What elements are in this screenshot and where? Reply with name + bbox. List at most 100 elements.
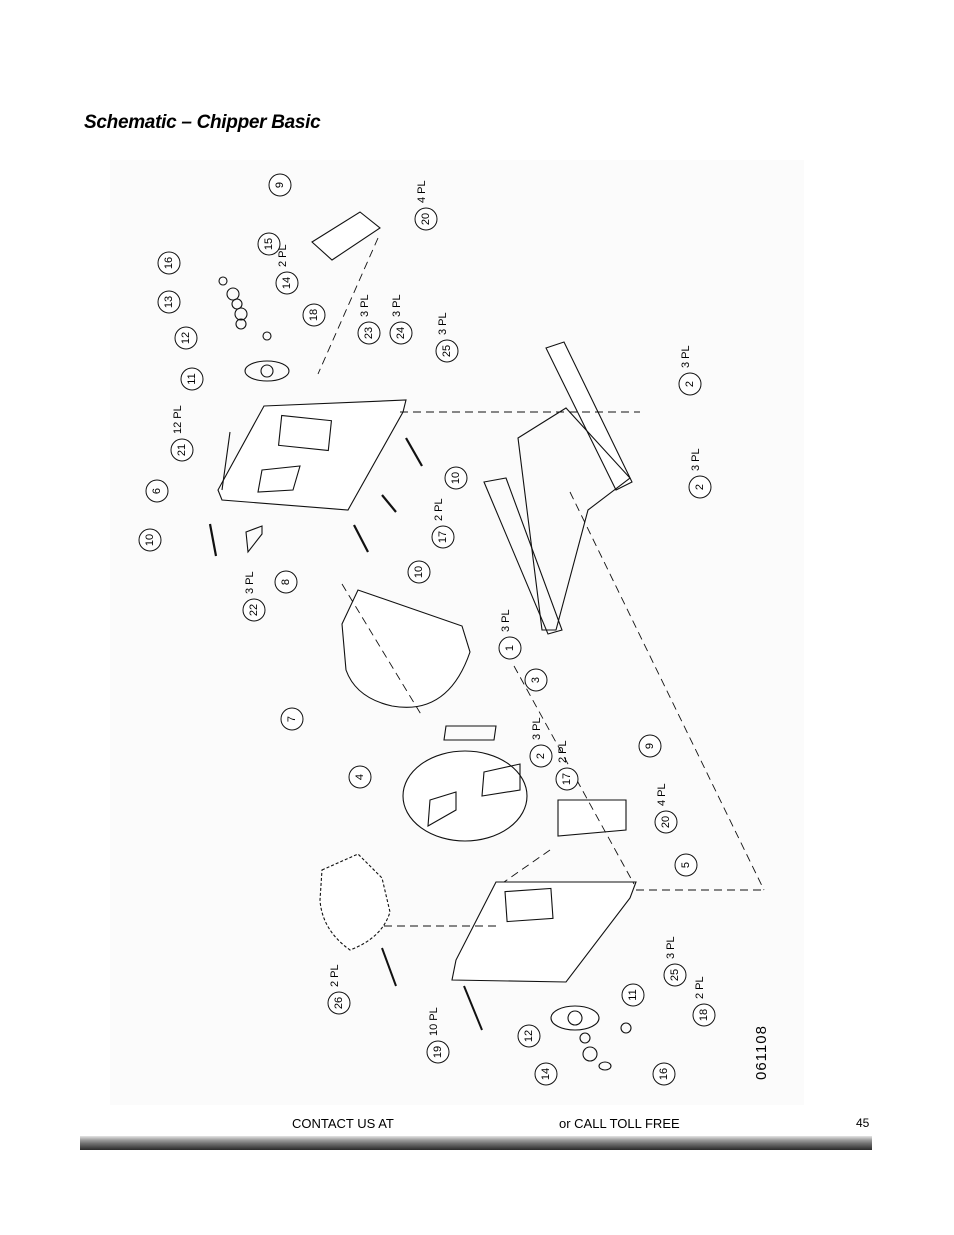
callout-number: 5 bbox=[680, 862, 692, 868]
callout-balloon: 9 bbox=[638, 734, 662, 758]
callout-balloon: 18 2 PL bbox=[692, 976, 716, 1027]
callout-number: 2 bbox=[535, 753, 547, 759]
knife-3 bbox=[443, 725, 497, 741]
page-title: Schematic – Chipper Basic bbox=[84, 112, 321, 133]
callout-balloon: 20 4 PL bbox=[654, 783, 678, 834]
callout-quantity: 10 PL bbox=[428, 1007, 440, 1036]
callout-number: 16 bbox=[163, 257, 175, 269]
callout-number: 4 bbox=[354, 774, 366, 780]
callout-number: 1 bbox=[504, 645, 516, 651]
callout-balloon: 8 bbox=[274, 570, 298, 594]
washer-16 bbox=[218, 276, 228, 286]
callout-number: 3 bbox=[530, 677, 542, 683]
callout-quantity: 3 PL bbox=[665, 936, 677, 959]
callout-number: 25 bbox=[441, 345, 453, 357]
callout-balloon: 2 3 PL bbox=[678, 345, 702, 396]
washer-13 bbox=[234, 307, 248, 321]
callout-balloon: 10 bbox=[138, 528, 162, 552]
callout-number: 9 bbox=[274, 182, 286, 188]
chute-7 bbox=[341, 589, 471, 708]
callout-number: 10 bbox=[450, 472, 462, 484]
callout-balloon: 11 bbox=[621, 983, 645, 1007]
callout-balloon: 172 PL bbox=[431, 498, 455, 549]
callout-balloon: 26 2 PL bbox=[327, 964, 351, 1015]
callout-quantity: 3 PL bbox=[680, 345, 692, 368]
callout-balloon: 7 bbox=[280, 707, 304, 731]
callout-balloon: 17 2 PL bbox=[555, 740, 579, 791]
callout-number: 12 bbox=[523, 1030, 535, 1042]
callout-number: 18 bbox=[308, 309, 320, 321]
contact-text: CONTACT US AT bbox=[292, 1116, 394, 1131]
callout-number: 23 bbox=[363, 327, 375, 339]
access-plate-lower bbox=[557, 799, 627, 837]
callout-number: 7 bbox=[286, 716, 298, 722]
callout-quantity: 2 PL bbox=[694, 976, 706, 999]
callout-balloon: 13 PL bbox=[498, 609, 522, 660]
callout-balloon: 253 PL bbox=[435, 312, 459, 363]
callout-balloon: 24 3 PL bbox=[389, 294, 413, 345]
flange-bearing-lower bbox=[550, 1005, 600, 1031]
callout-number: 9 bbox=[644, 743, 656, 749]
callout-number: 17 bbox=[561, 773, 573, 785]
bearing-15 bbox=[226, 287, 240, 301]
callout-number: 15 bbox=[263, 238, 275, 250]
callout-number: 14 bbox=[540, 1068, 552, 1080]
callout-number: 22 bbox=[248, 604, 260, 616]
callout-balloon: 16 bbox=[652, 1062, 676, 1086]
callout-balloon: 2 3 PL bbox=[529, 717, 553, 768]
callout-quantity: 3 PL bbox=[531, 717, 543, 740]
callout-balloon: 4 bbox=[348, 765, 372, 789]
callout-balloon: 25 3 PL bbox=[663, 936, 687, 987]
callout-quantity: 3 PL bbox=[690, 448, 702, 471]
callout-number: 13 bbox=[163, 296, 175, 308]
callout-number: 16 bbox=[658, 1068, 670, 1080]
callout-balloon: 15 bbox=[257, 232, 281, 256]
callout-balloon: 5 bbox=[674, 853, 698, 877]
callout-balloon: 18 bbox=[302, 303, 326, 327]
callout-number: 18 bbox=[698, 1009, 710, 1021]
callout-balloon: 9 bbox=[268, 173, 292, 197]
callout-quantity: 2 PL bbox=[557, 740, 569, 763]
callout-number: 6 bbox=[151, 488, 163, 494]
guard-26 bbox=[319, 853, 391, 951]
callout-number: 11 bbox=[186, 373, 198, 384]
callout-number: 24 bbox=[395, 327, 407, 339]
callout-quantity: 2 PL bbox=[329, 964, 341, 987]
callout-number: 2 bbox=[684, 381, 696, 387]
callout-balloon: 14 bbox=[534, 1062, 558, 1086]
callout-quantity: 3 PL bbox=[359, 294, 371, 317]
washer-12 bbox=[235, 318, 247, 330]
callout-quantity: 2 PL bbox=[433, 498, 445, 521]
callout-quantity: 3 PL bbox=[244, 571, 256, 594]
toll-free-text: or CALL TOLL FREE bbox=[559, 1116, 680, 1131]
callout-number: 2 bbox=[694, 484, 706, 490]
flange-bearing-top bbox=[244, 360, 290, 382]
callout-number: 20 bbox=[660, 816, 672, 828]
rotor-4 bbox=[402, 750, 528, 842]
drawing-number: 061108 bbox=[753, 1025, 770, 1080]
callout-number: 14 bbox=[281, 277, 293, 289]
housing-plate-6 bbox=[217, 399, 407, 511]
callout-balloon: 16 bbox=[157, 251, 181, 275]
callout-number: 8 bbox=[280, 579, 292, 585]
callout-quantity: 4 PL bbox=[416, 180, 428, 203]
callout-balloon: 11 bbox=[180, 367, 204, 391]
callout-number: 10 bbox=[413, 566, 425, 578]
callout-balloon: 6 bbox=[145, 479, 169, 503]
page-number: 45 bbox=[856, 1116, 870, 1130]
callout-number: 10 bbox=[144, 534, 156, 546]
callout-number: 25 bbox=[669, 969, 681, 981]
callout-quantity: 12 PL bbox=[172, 405, 184, 434]
callout-balloon: 10 bbox=[407, 560, 431, 584]
callout-quantity: 4 PL bbox=[656, 783, 668, 806]
callout-number: 12 bbox=[180, 332, 192, 344]
callout-number: 26 bbox=[333, 997, 345, 1009]
callout-number: 20 bbox=[420, 213, 432, 225]
callout-balloon: 23 3 PL bbox=[357, 294, 381, 345]
footer-rule bbox=[80, 1136, 872, 1150]
callout-balloon: 22 3 PL bbox=[242, 571, 266, 622]
callout-quantity: 3 PL bbox=[391, 294, 403, 317]
callout-balloon: 20 4 PL bbox=[414, 180, 438, 231]
